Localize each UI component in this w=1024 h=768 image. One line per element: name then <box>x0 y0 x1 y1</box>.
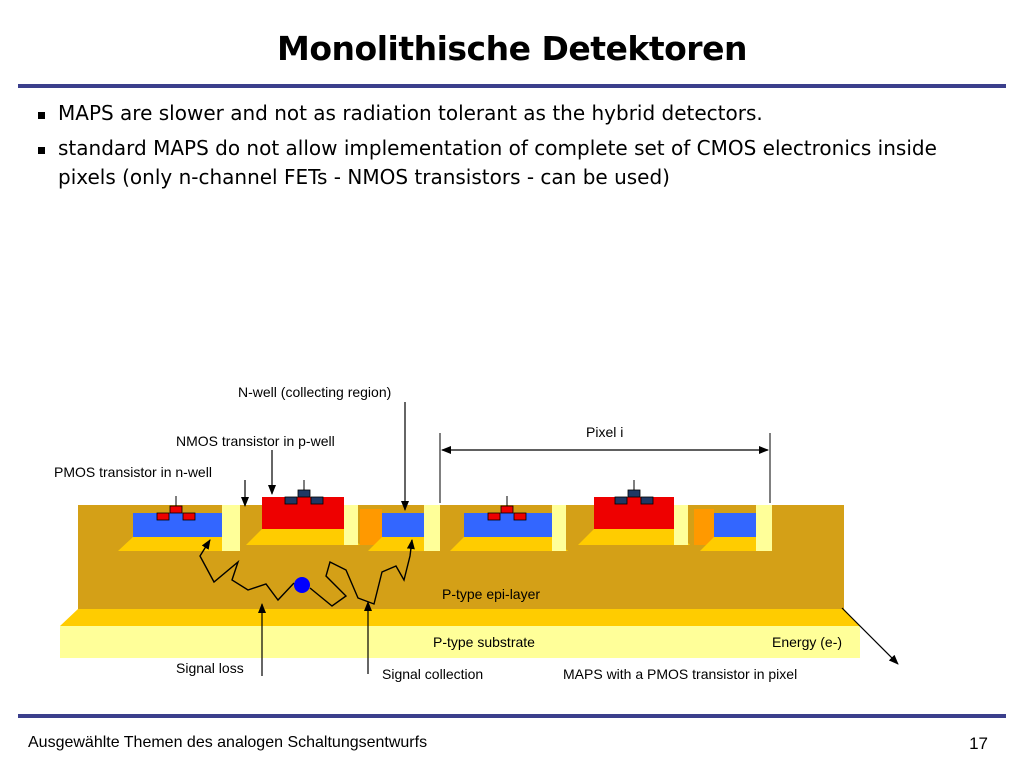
energy-arrow <box>841 607 899 665</box>
bullet-item: standard MAPS do not allow implementatio… <box>38 134 998 192</box>
well-4-fill <box>464 513 552 537</box>
bullet-list: MAPS are slower and not as radiation tol… <box>38 99 998 192</box>
title-divider <box>18 84 1006 88</box>
well-4-wall <box>552 505 566 551</box>
well-1-fill <box>133 513 222 537</box>
well-3-wall <box>424 505 440 551</box>
nwell-label: N-well (collecting region) <box>238 384 391 400</box>
bullet-square-icon <box>38 112 45 119</box>
energy-label: Energy (e-) <box>772 634 842 650</box>
nmos-label: NMOS transistor in p-well <box>176 433 335 449</box>
page-number: 17 <box>969 734 988 753</box>
well-6-wall <box>756 505 772 551</box>
well-1-gap <box>222 505 240 551</box>
well-3-fill <box>382 513 424 537</box>
pmos-transistor-symbol <box>487 496 527 521</box>
bullet-text: standard MAPS do not allow implementatio… <box>58 136 937 189</box>
well-6-fill <box>714 513 756 537</box>
diagram-caption: MAPS with a PMOS transistor in pixel <box>563 666 797 682</box>
electron-dot <box>294 577 310 593</box>
well-5-rim <box>578 529 690 545</box>
epi-layer-label: P-type epi-layer <box>442 586 540 602</box>
well-2-wall <box>344 505 358 545</box>
well-6-rim <box>700 537 772 551</box>
pmos-label: PMOS transistor in n-well <box>54 464 212 480</box>
substrate-label: P-type substrate <box>433 634 535 650</box>
pixel-label: Pixel i <box>586 424 623 440</box>
substrate-layer <box>60 626 860 658</box>
nmos-transistor-symbol <box>614 480 654 505</box>
bullet-text: MAPS are slower and not as radiation tol… <box>58 101 763 125</box>
nmos-transistor-symbol <box>284 480 324 505</box>
well-2-rim <box>246 529 360 545</box>
well-1-rim <box>118 537 236 551</box>
well-5-fill <box>594 497 674 529</box>
well-5-wall <box>674 505 688 545</box>
bullet-square-icon <box>38 147 45 154</box>
well-5-wall-orange <box>694 509 714 545</box>
well-3-rim <box>368 537 440 551</box>
bullet-item: MAPS are slower and not as radiation tol… <box>38 99 998 128</box>
substrate-top-edge <box>60 609 860 626</box>
well-2-fill <box>262 497 344 529</box>
signal-loss-label: Signal loss <box>176 660 244 676</box>
pmos-transistor-symbol <box>156 496 196 521</box>
well-4-rim <box>450 537 568 551</box>
footer-divider <box>18 714 1006 718</box>
signal-collection-label: Signal collection <box>382 666 483 682</box>
well-2-wall-orange <box>360 509 382 545</box>
electron-path-collection <box>309 539 415 607</box>
slide-title: Monolithische Detektoren <box>277 29 747 68</box>
electron-path-loss <box>199 539 295 602</box>
footer-course-title: Ausgewählte Themen des analogen Schaltun… <box>28 734 428 751</box>
